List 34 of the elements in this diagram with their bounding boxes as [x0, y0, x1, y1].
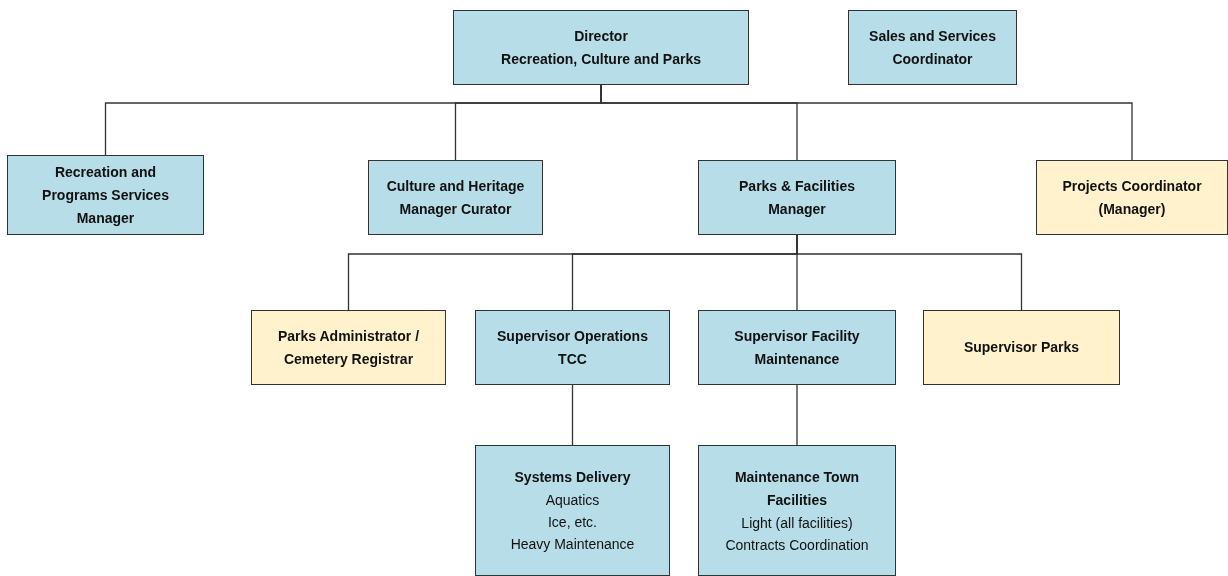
position-title: Supervisor Parks	[963, 338, 1080, 357]
position-title: Culture and Heritage Manager Curator	[385, 176, 526, 219]
connector-line	[796, 384, 798, 446]
duty-text: Ice, etc.	[548, 513, 597, 532]
position-title: Projects Coordinator (Manager)	[1061, 176, 1203, 219]
position-title: Supervisor Facility Maintenance	[733, 326, 861, 369]
position-title: Recreation and Programs Services Manager	[41, 162, 170, 228]
connector-line	[600, 84, 1133, 161]
connector-line	[796, 234, 1023, 311]
position-title: Parks Administrator / Cemetery Registrar	[276, 326, 421, 369]
position-title: Director	[574, 26, 628, 46]
duty-text: Light (all facilities)	[741, 513, 853, 533]
position-box	[7, 155, 204, 235]
position-title: Recreation, Culture and Parks	[501, 49, 701, 69]
position-box	[923, 310, 1120, 385]
position-box	[698, 445, 896, 576]
duty-text: Heavy Maintenance	[510, 535, 635, 554]
connector-line	[571, 384, 574, 446]
position-box	[698, 160, 896, 235]
position-box	[368, 160, 543, 235]
position-box	[698, 310, 896, 385]
position-title: Parks & Facilities Manager	[738, 176, 856, 219]
position-box	[453, 10, 749, 85]
position-title: Maintenance Town Facilities	[733, 467, 861, 510]
position-box	[475, 445, 670, 576]
position-box	[251, 310, 446, 385]
position-box	[848, 10, 1017, 85]
duty-text: Contracts Coordination	[725, 535, 869, 555]
duty-text: Aquatics	[545, 491, 600, 510]
position-title: Supervisor Operations TCC	[496, 326, 649, 369]
position-box	[1036, 160, 1228, 235]
position-box	[475, 310, 670, 385]
position-title: Sales and Services Coordinator	[868, 26, 997, 69]
position-title: Systems Delivery	[514, 468, 631, 487]
